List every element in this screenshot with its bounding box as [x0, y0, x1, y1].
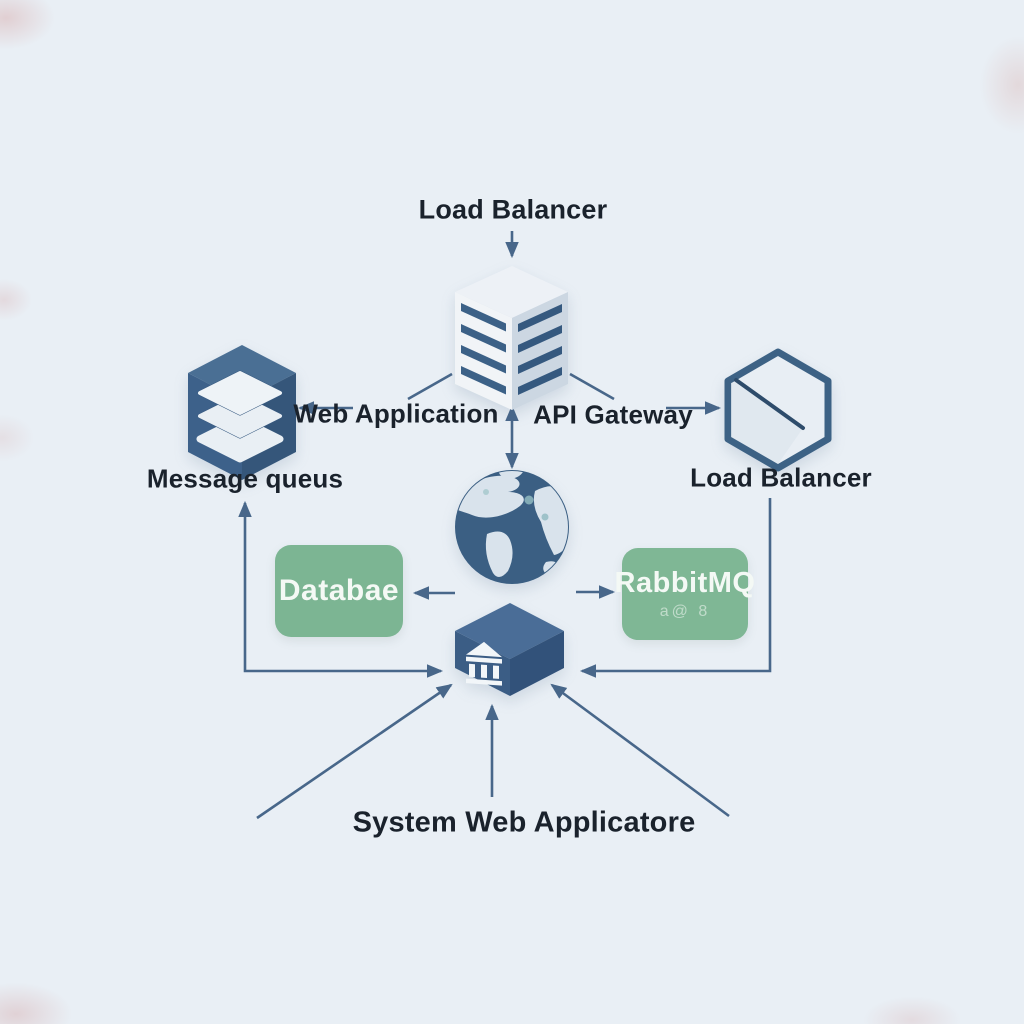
- caption-label: System Web Applicatore: [352, 806, 696, 839]
- server-rack-icon: [455, 266, 568, 410]
- globe-icon: [455, 470, 569, 584]
- message-queue-label: Message queus: [146, 463, 344, 494]
- api-gateway-label: API Gateway: [533, 399, 693, 430]
- load-balancer-right-label: Load Balancer: [690, 462, 872, 493]
- rabbitmq-glyphs: a@ 8: [659, 603, 711, 620]
- arrow-queue-up-and-right-to-bankcube: [238, 500, 444, 678]
- database-box: Databae: [275, 545, 403, 637]
- rabbitmq-box: RabbitMQ a@ 8: [615, 548, 755, 640]
- load-balancer-top-label: Load Balancer: [418, 194, 608, 225]
- line-server-to-webapp: [407, 372, 453, 401]
- arrow-hexagon-down-to-bankcube: [579, 498, 772, 678]
- line-server-to-apigateway: [569, 372, 615, 401]
- rabbitmq-box-label: RabbitMQ: [614, 567, 756, 599]
- web-application-label: Web Application: [293, 398, 499, 429]
- bank-cube-icon: [455, 603, 564, 696]
- database-box-label: Databae: [278, 574, 400, 607]
- arrow-bottomright-to-bankcube: [550, 683, 730, 818]
- hexagon-box-icon: [724, 348, 832, 472]
- message-queue-cube-icon: [188, 345, 296, 480]
- arrow-bottomleft-to-bankcube: [256, 683, 453, 820]
